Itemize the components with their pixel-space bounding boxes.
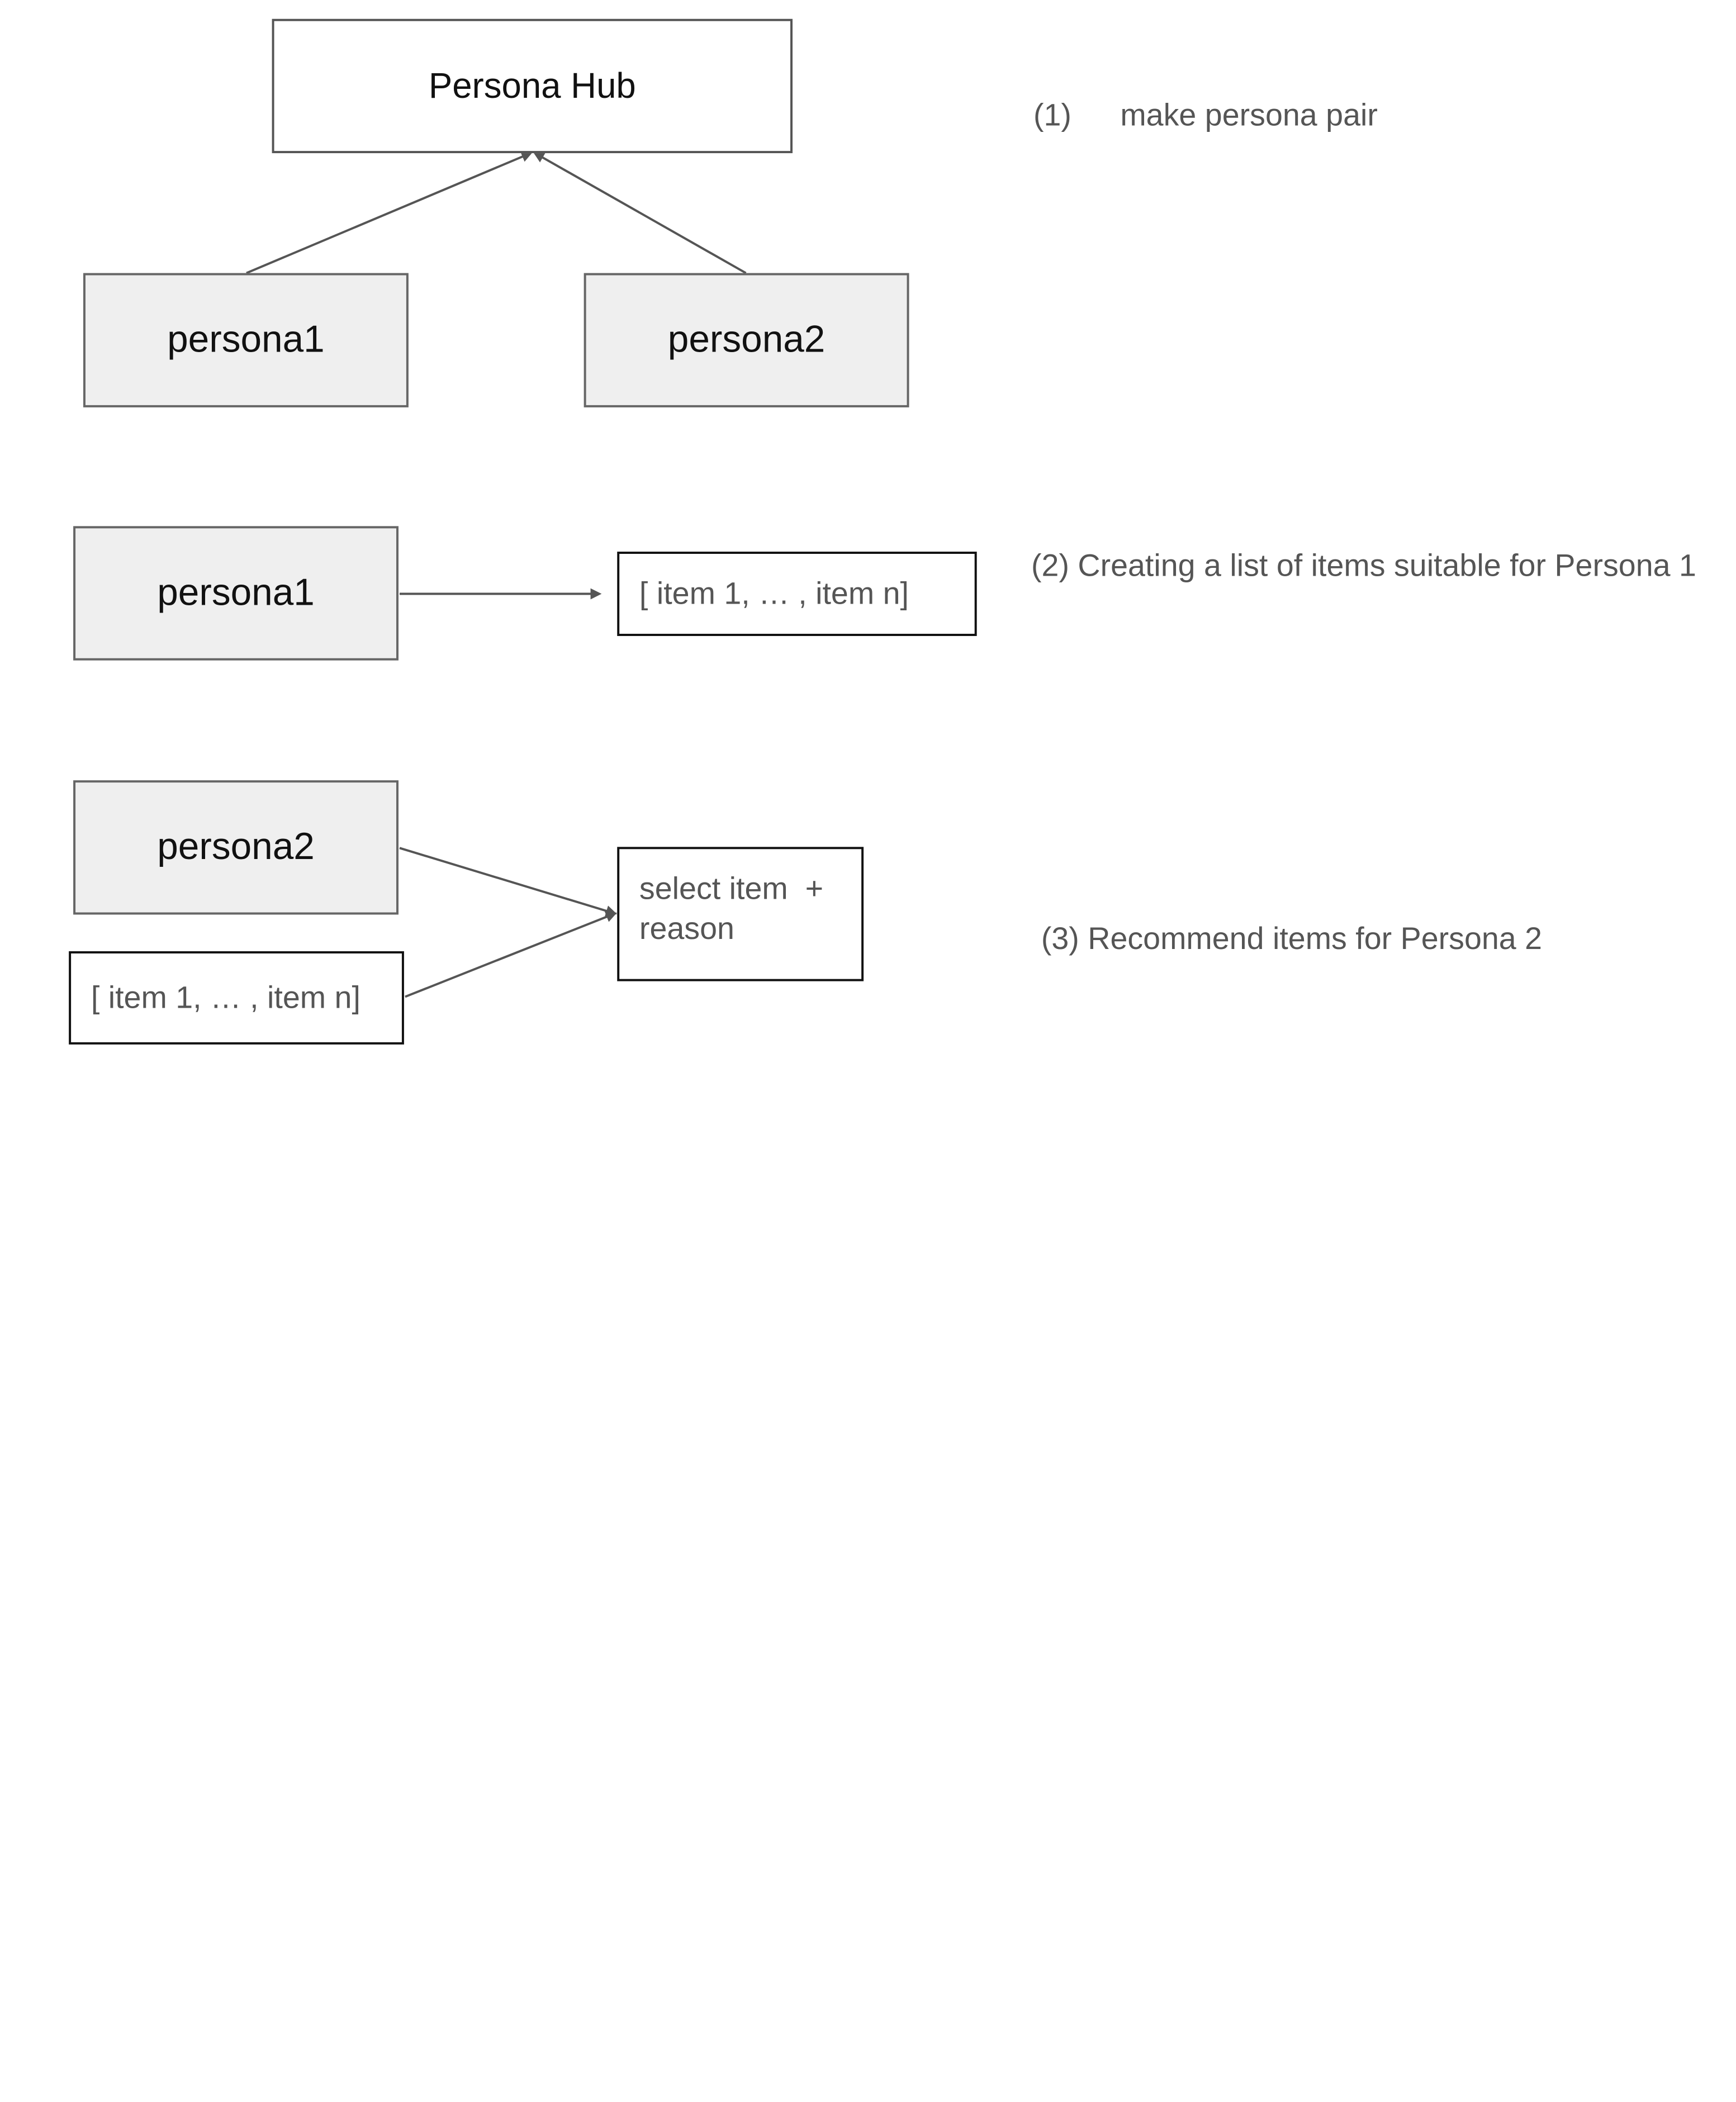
step3-select-line1: select item + [639,871,824,906]
step1-note-text: make persona pair [1120,97,1378,132]
step2-item-list-node: [ item 1, … , item n] [617,552,977,636]
step3-select-item-node: select item + reason [617,847,864,981]
step3-item-list-label: [ item 1, … , item n] [91,980,361,1015]
arrow-persona2-to-hub [533,152,747,274]
step3-note: (3) Recommend items for Persona 2 [1041,921,1542,957]
step2-note-text: (2) Creating a list of items suitable fo… [1031,548,1696,583]
step1-note: (1) make persona pair [1033,98,1378,134]
step1-note-number: (1) [1033,97,1071,132]
step2-persona1-node: persona1 [73,526,399,661]
step1-persona1-label: persona1 [167,318,325,361]
step1-persona1-node: persona1 [83,273,409,407]
persona-hub-label: Persona Hub [428,65,636,106]
edge-layer [246,151,747,998]
persona-hub-node: Persona Hub [272,18,793,154]
step3-item-list-node: [ item 1, … , item n] [69,951,404,1045]
step2-note: (2) Creating a list of items suitable fo… [1031,548,1696,584]
step2-persona1-label: persona1 [157,571,315,614]
arrow-persona1-to-hub [246,151,533,274]
arrow-item-list-to-select [405,912,617,998]
step3-persona2-node: persona2 [73,780,399,915]
step3-note-text: (3) Recommend items for Persona 2 [1041,921,1543,956]
step1-persona2-node: persona2 [584,273,909,407]
step3-select-line2: reason [639,911,734,946]
step2-item-list-label: [ item 1, … , item n] [639,576,909,611]
step3-persona2-label: persona2 [157,825,315,869]
arrow-persona2-to-select [399,847,618,917]
step1-persona2-label: persona2 [667,318,826,361]
